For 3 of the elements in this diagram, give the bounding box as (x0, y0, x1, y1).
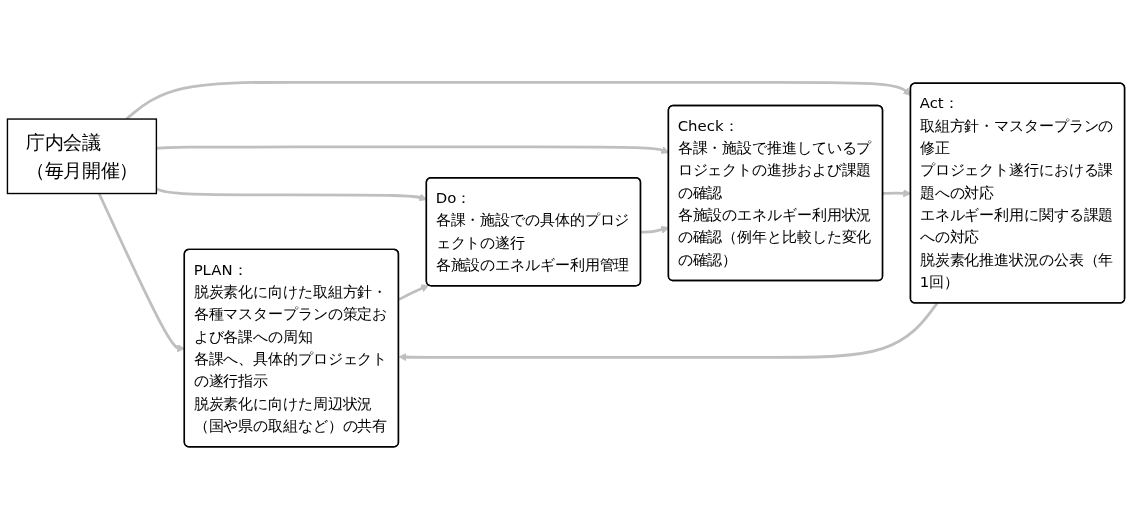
arrow (398, 302, 939, 362)
arrow (398, 284, 429, 301)
node-box: 庁内会議 （毎月開催） (6, 118, 158, 195)
